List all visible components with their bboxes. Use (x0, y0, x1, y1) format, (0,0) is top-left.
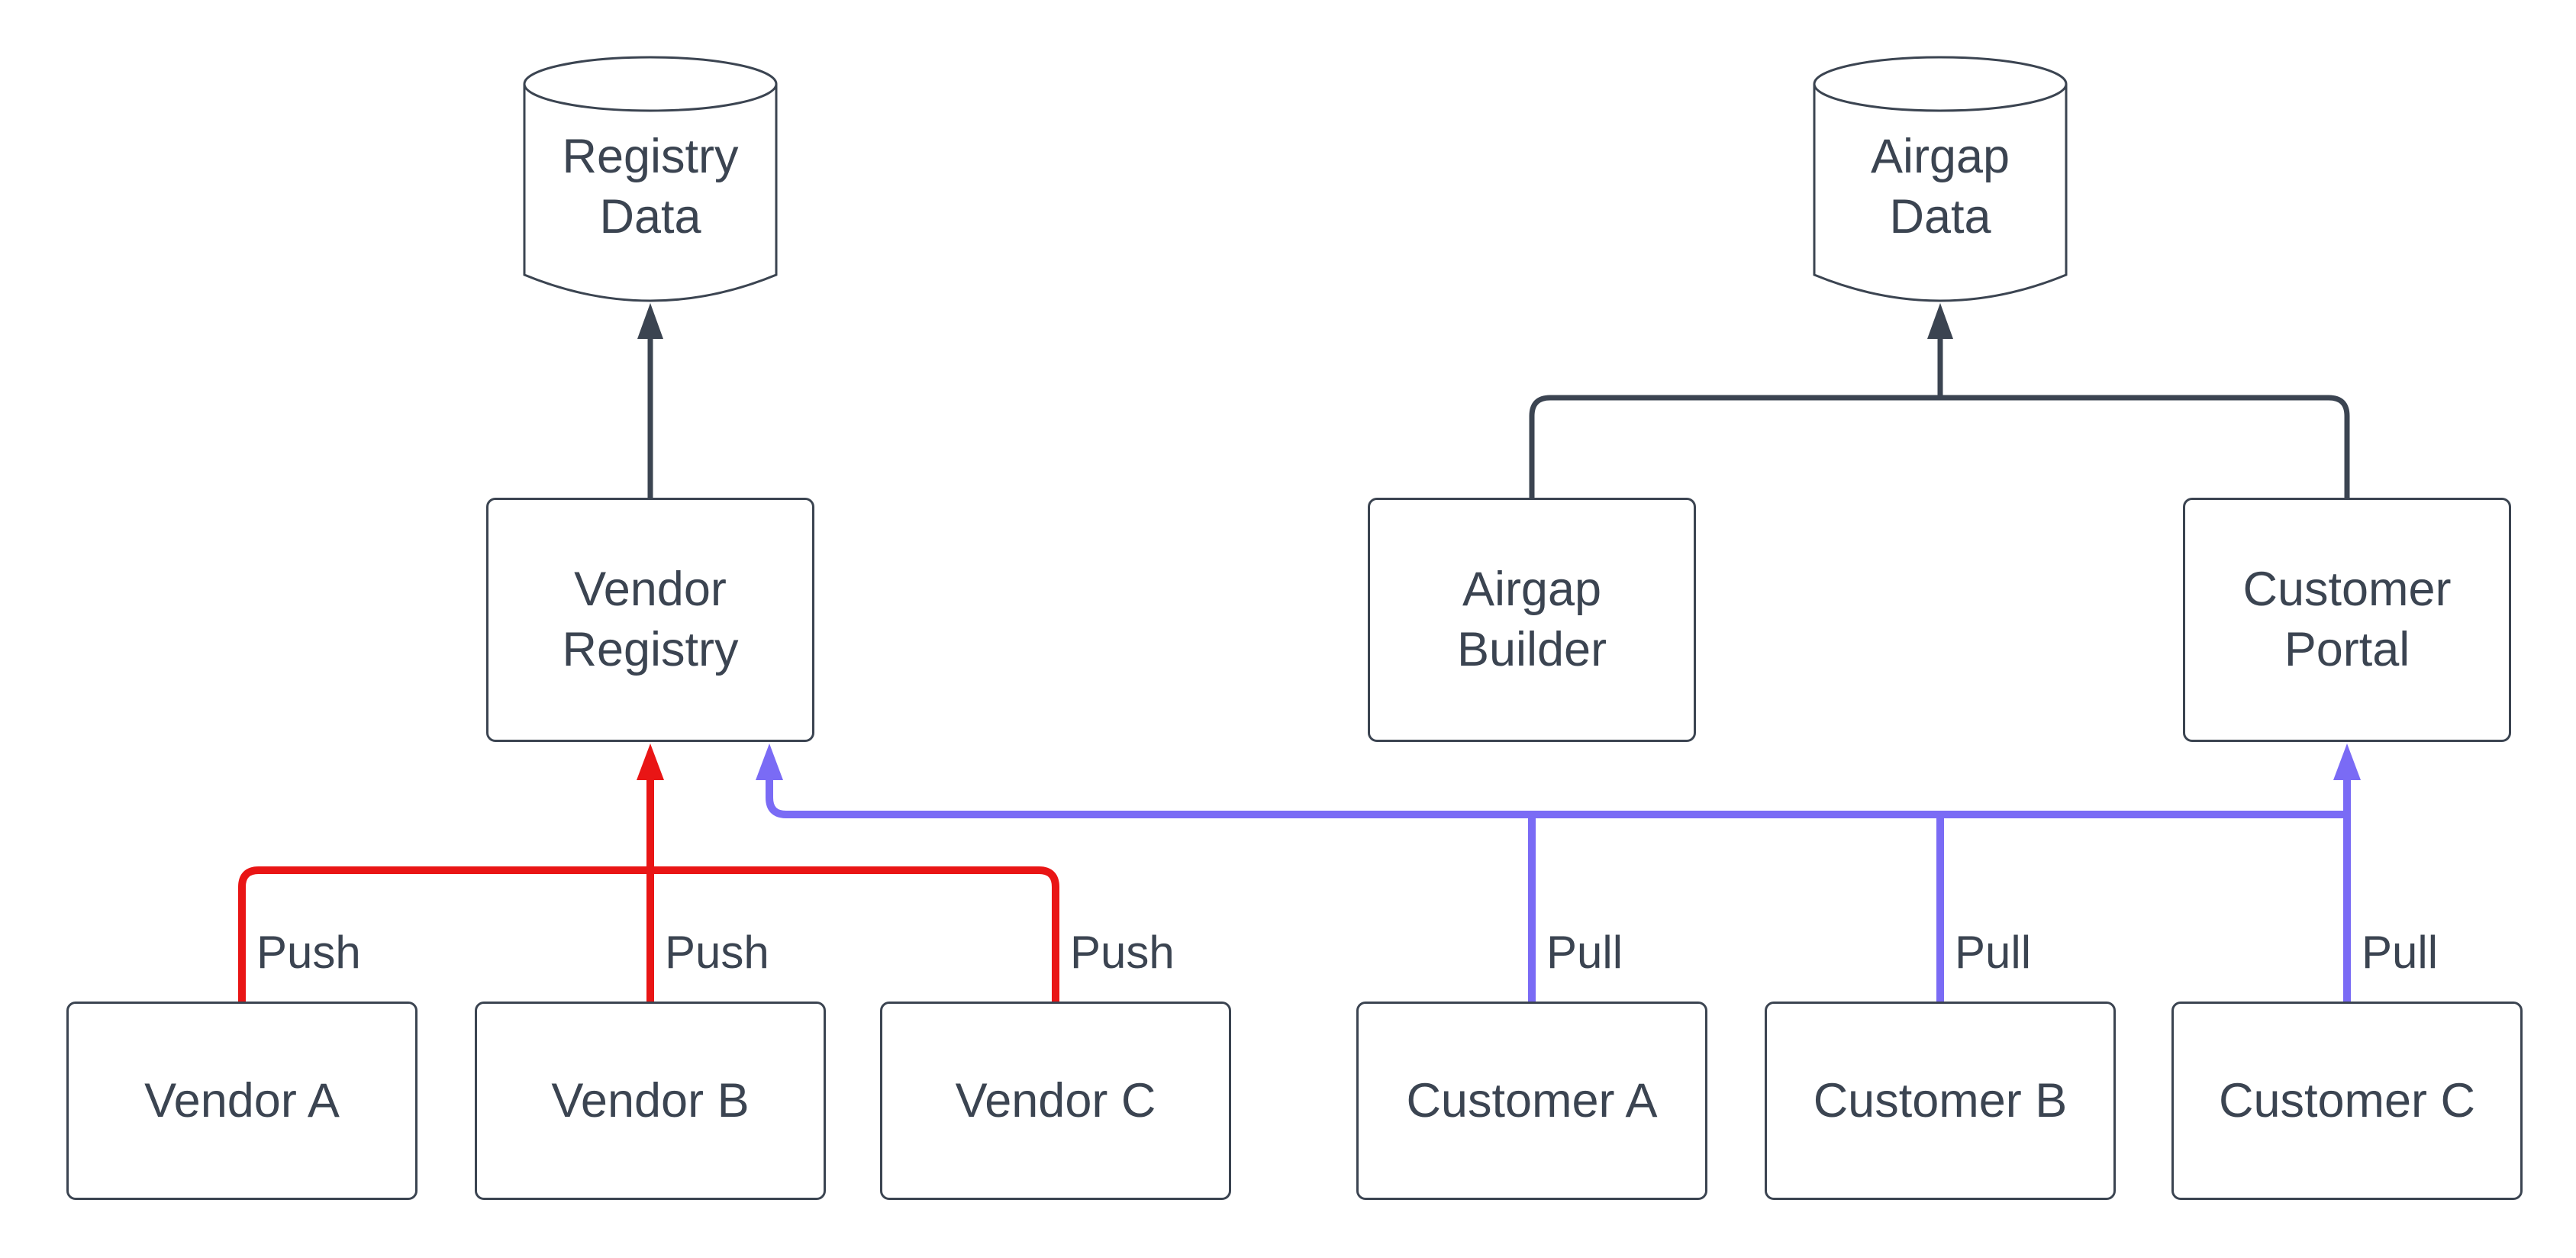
node-vendor-registry: Vendor Registry (486, 498, 814, 742)
node-label-vendor-b: Vendor B (551, 1073, 750, 1127)
node-registry-data-shape (523, 56, 778, 302)
node-label-airgap-builder: Airgap Builder (1456, 563, 1607, 676)
node-customer-c: Customer C (2171, 1002, 2523, 1200)
edge-label-pull-customer-c: Pull (2362, 927, 2439, 978)
node-vendor-c: Vendor C (880, 1002, 1231, 1200)
node-label-airgap-data: Airgap Data (1870, 130, 2010, 244)
edge-label-push-vendor-c: Push (1070, 927, 1175, 978)
edge-label-pull-customer-a: Pull (1546, 927, 1623, 978)
node-customer-b: Customer B (1765, 1002, 2116, 1200)
edge-label-push-vendor-a: Push (256, 927, 361, 978)
node-label-vendor-c: Vendor C (955, 1073, 1156, 1127)
node-label-customer-portal: Customer Portal (2242, 563, 2452, 676)
node-airgap-builder: Airgap Builder (1368, 498, 1696, 742)
node-label-customer-a: Customer A (1406, 1073, 1658, 1127)
node-label-customer-b: Customer B (1813, 1073, 2068, 1127)
node-customer-portal: Customer Portal (2183, 498, 2511, 742)
node-registry-data: Registry Data (524, 107, 776, 267)
edge-airgap-tree-to-airgap-data (1529, 303, 2350, 498)
edge-vendor-b-to-vendor-registry (637, 744, 664, 1002)
node-vendor-a: Vendor A (66, 1002, 418, 1200)
node-label-vendor-a: Vendor A (144, 1073, 340, 1127)
edge-customer-c-to-customer-portal (2333, 744, 2361, 1002)
node-label-customer-c: Customer C (2218, 1073, 2476, 1127)
node-customer-a: Customer A (1356, 1002, 1707, 1200)
node-airgap-data: Airgap Data (1814, 107, 2066, 267)
node-vendor-b: Vendor B (475, 1002, 826, 1200)
node-label-vendor-registry: Vendor Registry (562, 563, 739, 676)
edge-label-push-vendor-b: Push (665, 927, 769, 978)
node-airgap-data-shape (1813, 56, 2068, 302)
edge-customer-pull-trunk (756, 744, 2347, 818)
edge-vendor-registry-to-registry-data (637, 303, 663, 498)
node-label-registry-data: Registry Data (562, 130, 739, 244)
edge-label-pull-customer-b: Pull (1955, 927, 2032, 978)
